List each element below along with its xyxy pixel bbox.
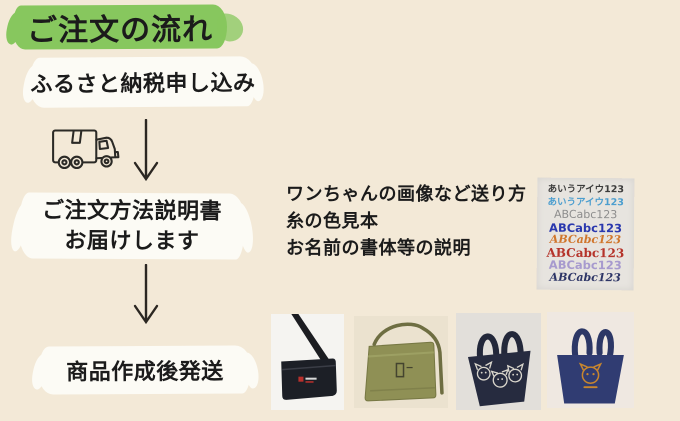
product-photo-navy-tote-three-dogs xyxy=(456,313,541,410)
page-title-highlight: ご注文の流れ xyxy=(12,4,228,50)
flow-step-1-label: ふるさと納税申し込み xyxy=(30,70,256,97)
note-line-1: ワンちゃんの画像など送り方 xyxy=(286,184,527,204)
delivery-truck-icon xyxy=(49,123,123,175)
down-arrow-icon xyxy=(131,263,161,328)
embroidery-sample-line: ABCabc123 xyxy=(553,207,618,222)
bag-strap xyxy=(291,314,330,365)
flow-step-2-line2: お届けします xyxy=(64,227,200,254)
page-title: ご注文の流れ xyxy=(26,13,214,48)
embroidery-sample-line: ABCabc123 xyxy=(548,257,622,273)
embroidery-sample-line: ABCabc123 xyxy=(549,232,622,247)
product-photo-navy-tote-one-dog xyxy=(547,312,634,408)
down-arrow-icon xyxy=(131,118,161,185)
delivery-notes: ワンちゃんの画像など送り方 糸の色見本 お名前の書体等の説明 xyxy=(286,181,531,262)
note-line-3: お名前の書体等の説明 xyxy=(286,238,471,258)
embroidery-sample-line: あいうアイウ123 xyxy=(547,183,625,196)
flow-step-3: 商品作成後発送 xyxy=(38,345,252,395)
embroidery-font-sample-photo: あいうアイウ123 あいうアイウ123 ABCabc123 ABCabc123 … xyxy=(536,177,635,291)
product-photo-black-sacoche xyxy=(271,314,344,410)
flow-step-2-line1: ご注文方法説明書 xyxy=(42,197,223,224)
note-line-2: 糸の色見本 xyxy=(286,211,379,231)
product-photo-olive-musette xyxy=(354,316,448,408)
flow-step-3-label: 商品作成後発送 xyxy=(66,358,224,385)
embroidery-sample-line: ABCabc123 xyxy=(549,270,621,284)
flow-step-1: ふるさと納税申し込み xyxy=(29,56,257,108)
flow-step-2: ご注文方法説明書 お届けします xyxy=(18,192,246,260)
